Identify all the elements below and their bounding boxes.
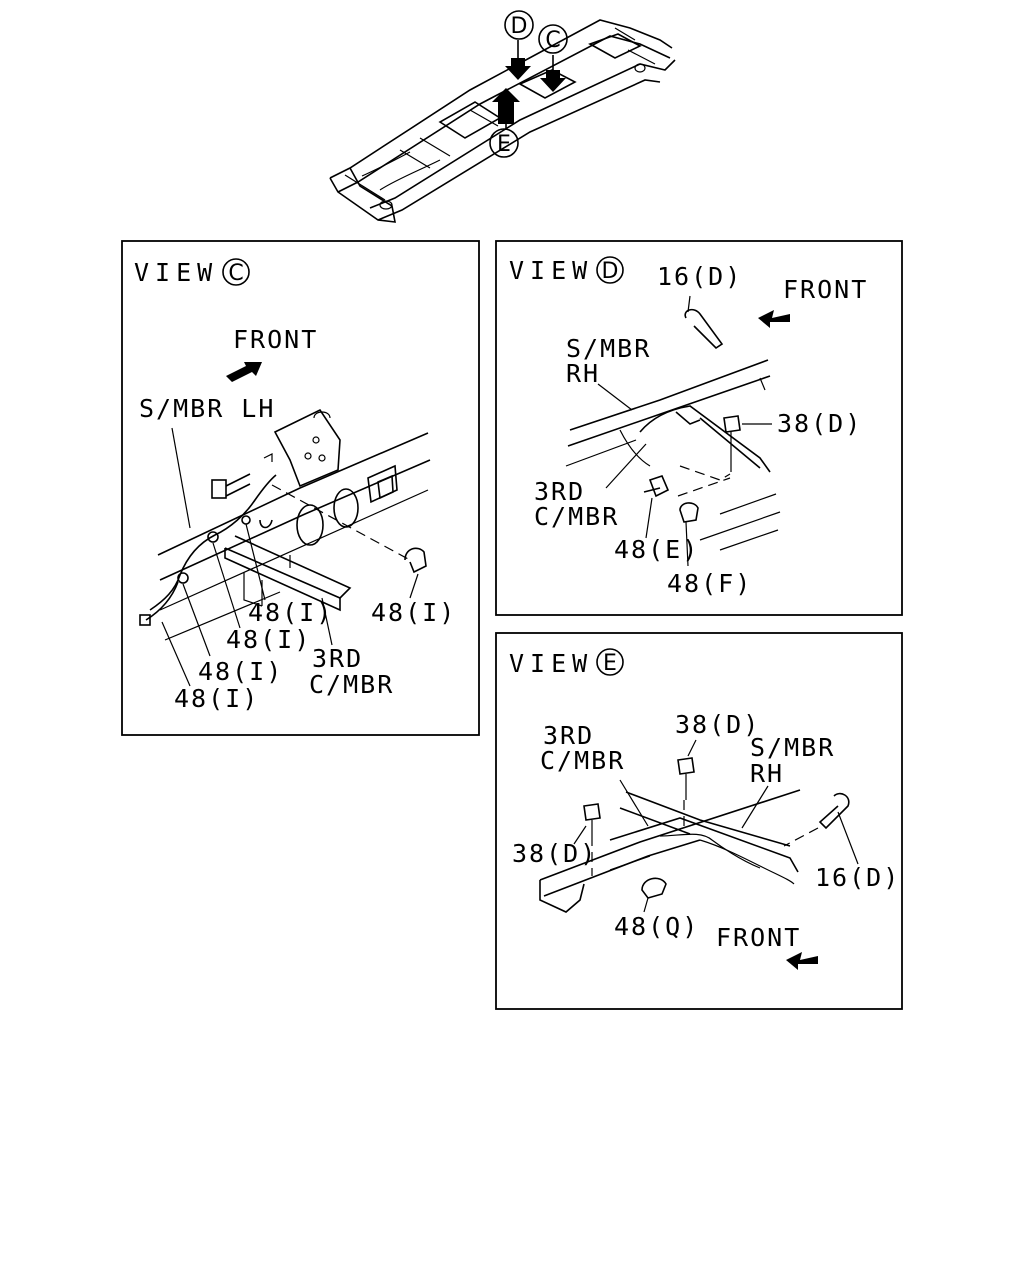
view-d-letter-circle — [596, 256, 624, 284]
view-e-part-16-label: 16(D) — [815, 863, 900, 892]
view-c-letter: C — [228, 261, 243, 286]
view-e-letter-circle — [596, 648, 624, 676]
view-e-side-member-label-1: S/MBR — [750, 733, 835, 762]
view-e-cross-member-label-2: C/MBR — [540, 746, 625, 775]
view-d-title: VIEW — [509, 256, 593, 285]
view-c-cross-member-label-2: C/MBR — [309, 670, 394, 699]
view-e-letter: E — [603, 651, 617, 676]
view-d-cross-member-label-2: C/MBR — [534, 502, 619, 531]
front-arrow-icon — [786, 952, 818, 970]
view-e-clip-q-label: 48(Q) — [614, 912, 699, 941]
arrow-e-icon — [492, 88, 520, 124]
view-c-front-label: FRONT — [233, 325, 318, 354]
view-c-border — [121, 240, 480, 736]
view-d-cross-member-label-1: 3RD — [534, 477, 585, 506]
view-d-letter: D — [602, 259, 619, 284]
view-d-side-member-label-1: S/MBR — [566, 334, 651, 363]
callout-e-circle — [489, 128, 519, 158]
view-c-side-member-label: S/MBR LH — [139, 394, 275, 423]
view-c-title: VIEW — [134, 258, 218, 287]
view-c-cross-member-label-1: 3RD — [312, 644, 363, 673]
callout-c-label: C — [545, 28, 560, 53]
arrow-c-icon — [540, 70, 566, 92]
view-e-side-member-label-2: RH — [750, 759, 784, 788]
view-e-bolt-top-label: 38(D) — [675, 710, 760, 739]
view-d-clip-f-label: 48(F) — [667, 569, 752, 598]
view-d-front-label: FRONT — [783, 275, 868, 304]
view-d-bolt-label: 38(D) — [777, 409, 862, 438]
callout-d-label: D — [511, 14, 528, 39]
view-d-panel: VIEW D 16(D) FRONT S/MBR RH 38(D) — [495, 240, 903, 616]
view-d-clip-e-label: 48(E) — [614, 535, 699, 564]
callout-e-label: E — [497, 132, 511, 157]
view-e-panel: VIEW E 3RD C/MBR 38(D) S/MBR RH — [495, 632, 903, 1010]
view-e-title: VIEW — [509, 649, 593, 678]
view-c-clip-label-3: 48(I) — [198, 657, 283, 686]
view-c-letter-circle — [222, 258, 250, 286]
view-e-cross-member-label-1: 3RD — [543, 721, 594, 750]
view-e-front-label: FRONT — [716, 923, 801, 952]
view-e-border — [495, 632, 903, 1010]
callout-c-circle — [538, 24, 568, 54]
view-c-clip-label-2: 48(I) — [226, 625, 311, 654]
view-c-clip-label-1: 48(I) — [248, 598, 333, 627]
front-arrow-icon — [758, 310, 790, 328]
arrow-d-icon — [505, 58, 531, 80]
chassis-frame-overview: D C E — [329, 10, 676, 223]
view-c-clip-label-4: 48(I) — [174, 684, 259, 713]
view-e-bolt-left-label: 38(D) — [512, 839, 597, 868]
view-d-border — [495, 240, 903, 616]
view-c-panel: VIEW C FRONT S/MBR LH — [121, 240, 480, 736]
view-d-side-member-label-2: RH — [566, 359, 600, 388]
front-arrow-icon — [226, 362, 262, 382]
callout-d-circle — [504, 10, 534, 40]
view-c-clip-label-5: 48(I) — [371, 598, 456, 627]
view-d-part-16-label: 16(D) — [657, 262, 742, 291]
